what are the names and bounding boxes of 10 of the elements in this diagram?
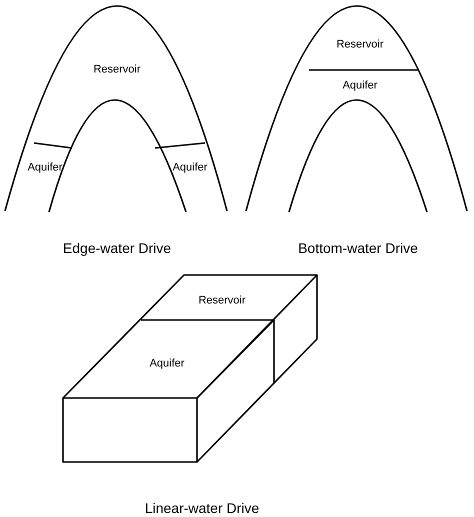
diagram-caption: Linear-water Drive [144,501,260,515]
diagram-caption: Bottom-water Drive [298,241,418,255]
region-label: Reservoir [336,40,384,50]
region-label: Aquifer [172,162,208,174]
region-label: Aquifer [28,162,62,174]
region-label: Reservoir [198,296,246,306]
diagram-caption: Edge-water Drive [62,241,172,255]
region-label: Reservoir [93,64,141,76]
region-label: Aquifer [342,80,378,92]
region-label: Aquifer [150,358,184,370]
